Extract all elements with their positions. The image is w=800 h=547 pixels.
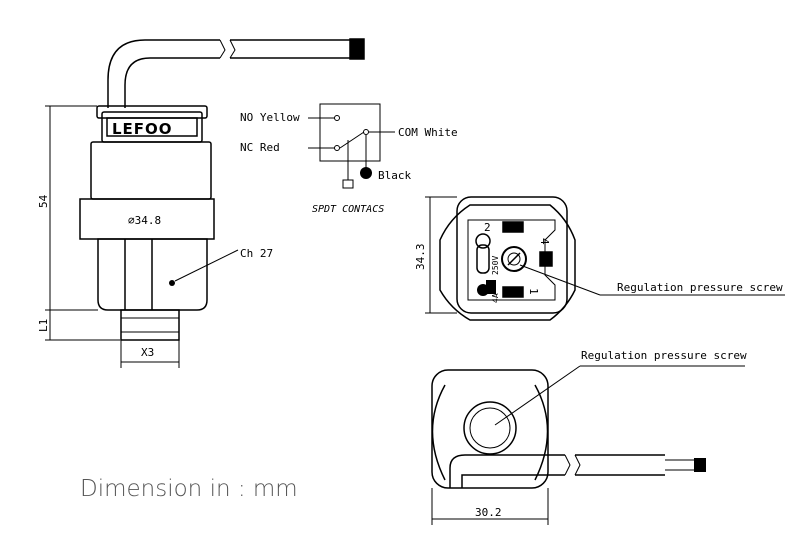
height-dimension-label: 54 <box>37 194 50 208</box>
x3-dimension-label: X3 <box>141 346 154 359</box>
l1-dimension-label: L1 <box>37 319 50 332</box>
connector-dimension-lines <box>425 196 785 314</box>
pin-4-label: 4 <box>538 238 551 245</box>
pin-1-label: 1 <box>527 288 540 295</box>
dimension-unit-note: Dimension in : mm <box>80 476 298 502</box>
connector-face-view <box>439 196 576 321</box>
diameter-dimension-label: ∅34.8 <box>128 214 161 227</box>
screw-callout-top: Regulation pressure screw <box>581 349 747 362</box>
wiring-schematic <box>308 103 395 189</box>
screw-callout-side: Regulation pressure screw <box>617 281 783 294</box>
wire-no-label: NO Yellow <box>240 111 300 124</box>
fuse-slot <box>486 280 496 294</box>
side-dimension-lines <box>45 105 239 368</box>
current-rating: 4A <box>491 293 500 303</box>
hex-dot-marker <box>169 280 175 286</box>
wire-ground-label: Black <box>378 169 411 182</box>
connector-height-label: 34.3 <box>414 244 427 271</box>
wire-com-label: COM White <box>398 126 458 139</box>
ground-terminal-icon <box>360 167 372 179</box>
voltage-rating: 250V <box>491 256 500 275</box>
wiring-caption: SPDT CONTACS <box>312 204 384 215</box>
top-view <box>431 369 695 489</box>
cable-end-tip <box>694 458 706 472</box>
bottom-width-label: 30.2 <box>475 506 502 519</box>
brand-logo-text: LEFOO <box>112 120 173 138</box>
side-view <box>79 38 365 341</box>
top-view-dimension-lines <box>431 365 745 525</box>
hex-size-label: Ch 27 <box>240 247 273 260</box>
pin-2-label: 2 <box>484 221 491 234</box>
wire-nc-label: NC Red <box>240 141 280 154</box>
